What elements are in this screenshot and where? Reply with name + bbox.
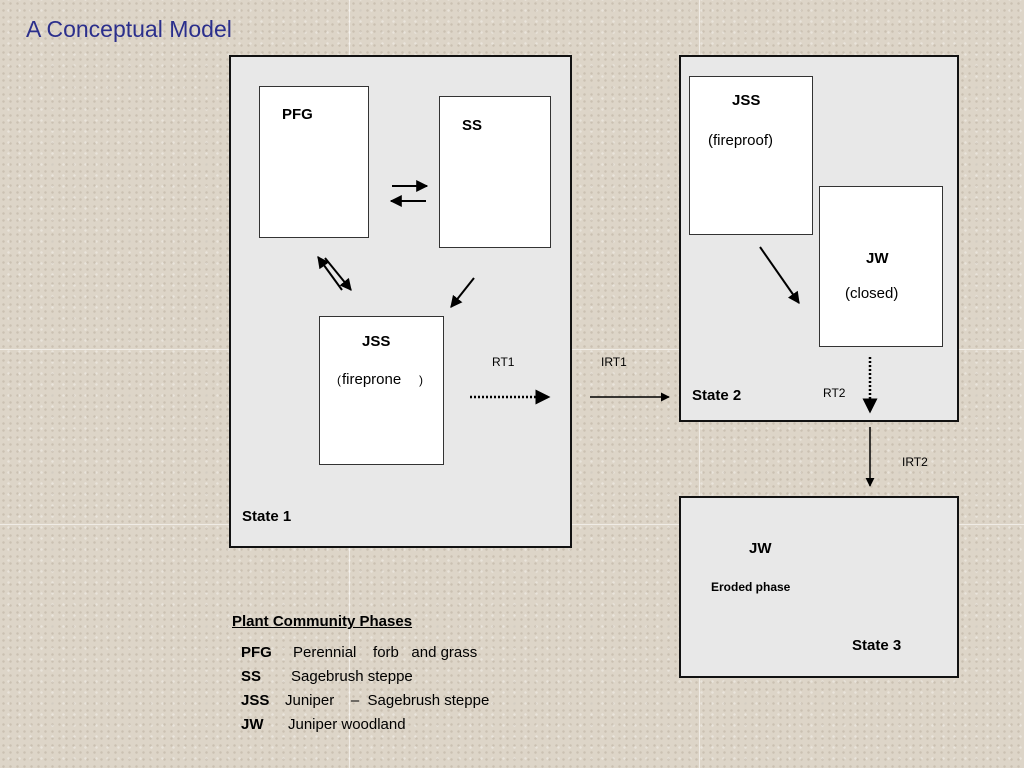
transition-label-rt1: RT1 <box>492 355 515 369</box>
slide-title: A Conceptual Model <box>26 16 232 42</box>
arrow-jss-to-jw <box>759 246 800 304</box>
phase-box-jw-closed: JW (closed) <box>819 186 943 347</box>
transition-label-rt2: RT2 <box>823 386 846 400</box>
legend-item: JW Juniper woodland <box>241 716 406 733</box>
phase-box-ss: SS <box>439 96 551 248</box>
legend-desc: Juniper woodland <box>288 716 406 733</box>
arrow-pfg-to-jss <box>324 257 352 291</box>
legend-desc: Juniper – Sagebrush steppe <box>285 692 490 709</box>
phase-box-jss-fireprone: JSS ( fireprone ) <box>319 316 444 465</box>
phase-code-ss: SS <box>462 117 483 134</box>
legend-title: Plant Community Phases <box>232 613 413 630</box>
phase-code-pfg: PFG <box>282 106 313 123</box>
threshold-label-irt2: IRT2 <box>902 455 928 469</box>
legend-desc: Perennial forb and grass <box>293 644 478 661</box>
arrow-jss-to-pfg <box>317 256 343 291</box>
phase-note-fireproof: (fireproof) <box>708 132 774 149</box>
legend-item: PFG Perennial forb and grass <box>241 644 477 661</box>
state-3-box: JW Eroded phase State 3 <box>679 496 959 678</box>
phase-note-eroded: Eroded phase <box>711 580 791 594</box>
legend-item: JSS Juniper – Sagebrush steppe <box>241 692 489 709</box>
phase-note-close: ) <box>419 373 423 387</box>
legend-code: SS <box>241 668 262 685</box>
arrow-ss-to-jss <box>450 277 475 308</box>
phase-note-fireprone: fireprone <box>342 371 402 388</box>
legend-code: JW <box>241 716 264 733</box>
state-1-label: State 1 <box>242 508 292 525</box>
legend-item: SS Sagebrush steppe <box>241 668 413 685</box>
state-2-label: State 2 <box>692 387 742 404</box>
phase-code-jw-eroded: JW <box>749 540 772 557</box>
phase-code-jw: JW <box>866 250 889 267</box>
legend-desc: Sagebrush steppe <box>291 668 413 685</box>
state-3-label: State 3 <box>852 637 902 654</box>
phase-note-open: ( <box>337 373 341 387</box>
legend-code: JSS <box>241 692 270 709</box>
phase-box-pfg: PFG <box>259 86 369 238</box>
phase-code-jss: JSS <box>362 333 391 350</box>
phase-note-closed: (closed) <box>845 285 899 302</box>
phase-box-jss-fireproof: JSS (fireproof) <box>689 76 813 235</box>
threshold-label-irt1: IRT1 <box>601 355 627 369</box>
phase-code-jss: JSS <box>732 92 761 109</box>
legend-code: PFG <box>241 644 272 661</box>
